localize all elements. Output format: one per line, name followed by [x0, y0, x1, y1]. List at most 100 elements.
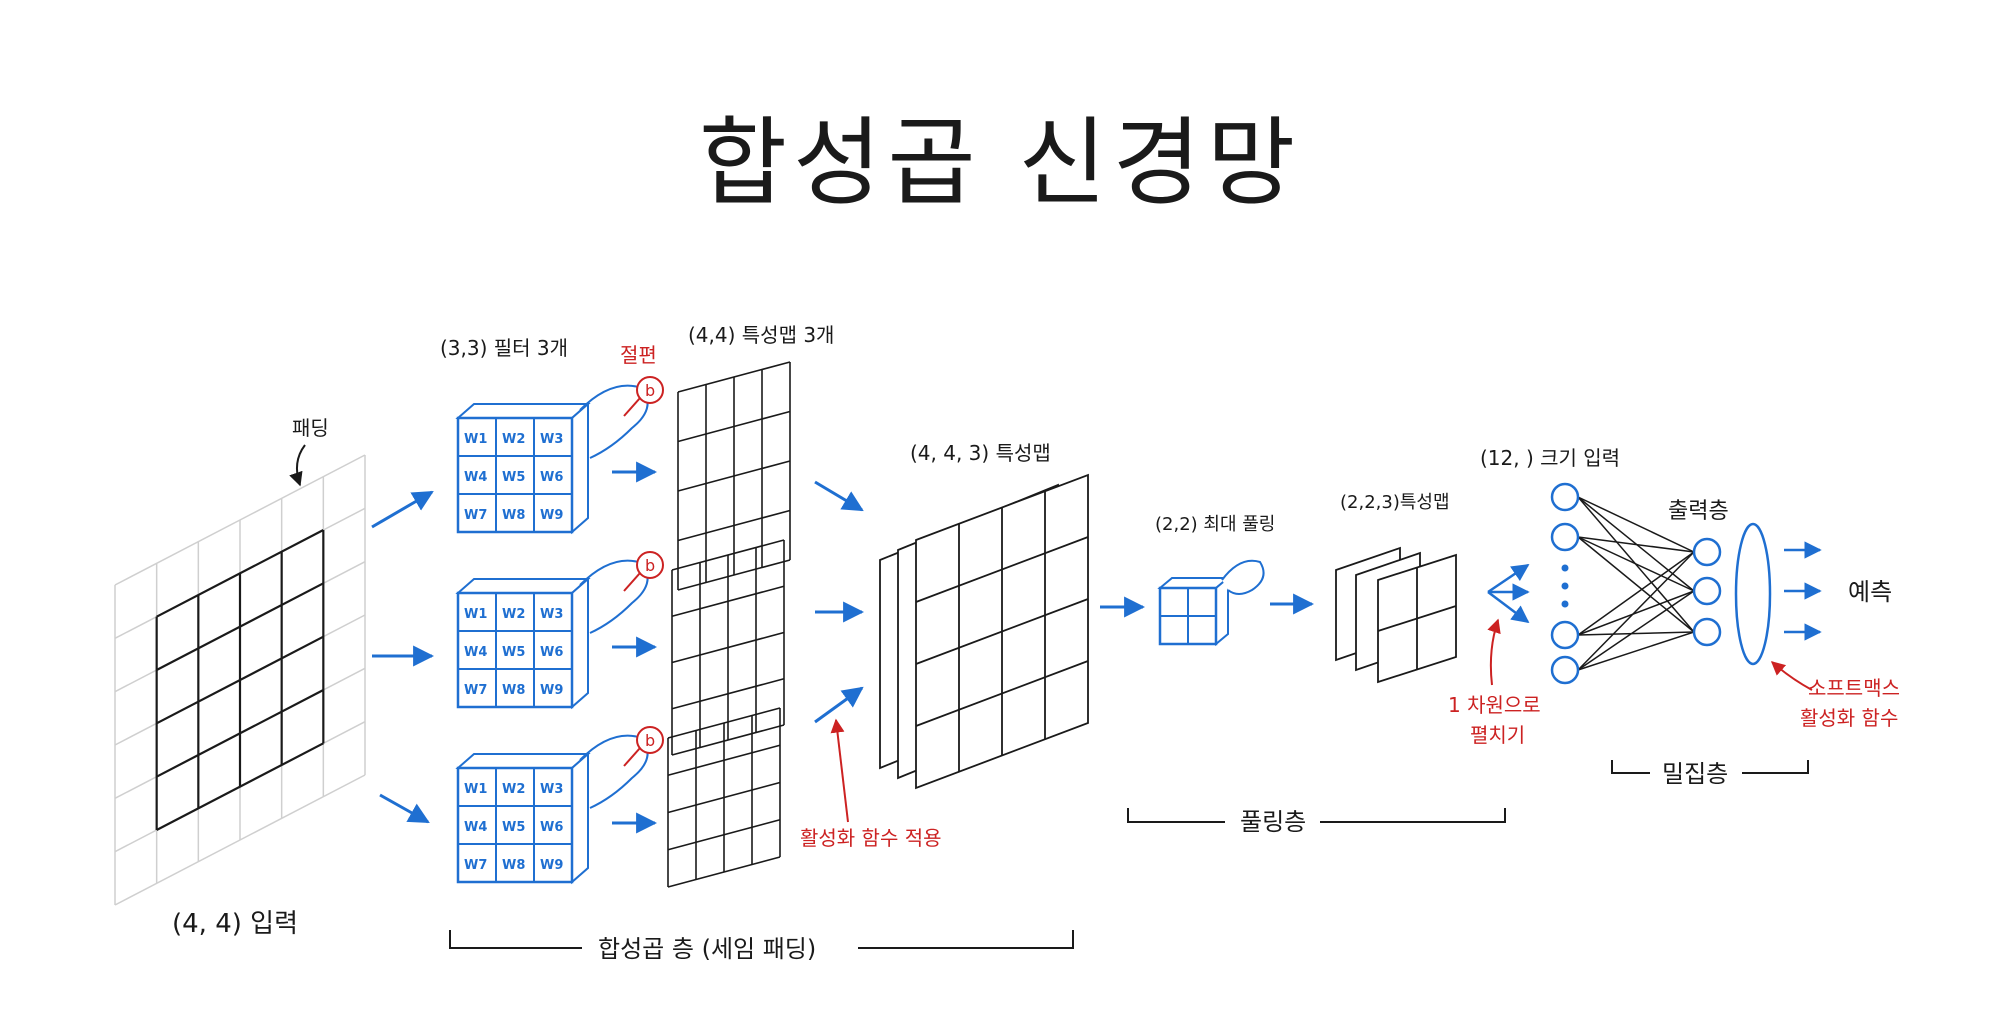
arrow-input-to-filter-1	[371, 490, 434, 529]
pool-output-map	[1335, 546, 1457, 684]
filter-weight: W5	[502, 645, 525, 660]
softmax-note-line-2: 활성화 함수	[1800, 706, 1898, 730]
padding-arrow	[289, 444, 306, 487]
arrow-map-to-stack-1	[814, 480, 864, 512]
bias-note: 절편	[620, 343, 657, 367]
filter-weight: W9	[540, 683, 563, 698]
conv-layer-label: 합성곱 층 (세임 패딩)	[598, 935, 816, 963]
filter-weight: W9	[540, 858, 563, 873]
filter-tail	[579, 559, 649, 634]
feature-map-1	[677, 361, 791, 591]
feature-map-2	[671, 539, 785, 756]
filter-weight: W5	[502, 820, 525, 835]
prediction-label: 예측	[1848, 578, 1892, 606]
feature-map-line	[667, 856, 781, 888]
pooling-label: (2,2) 최대 풀링	[1155, 514, 1275, 535]
pool-grid-line	[1377, 605, 1457, 632]
filter-front-face	[456, 416, 574, 534]
filter-side-face	[571, 576, 589, 710]
filter-weight: W3	[540, 607, 563, 622]
filter-weight: W1	[464, 432, 487, 447]
dense-connection	[1577, 551, 1695, 636]
stack-layer-3	[915, 473, 1089, 790]
dense-connection	[1577, 590, 1695, 671]
ellipsis-dot	[1561, 582, 1569, 590]
feature-map-line	[677, 509, 791, 542]
filter-front-face	[456, 591, 574, 709]
dense-connection	[1577, 496, 1695, 553]
stack-grid-line	[915, 660, 1089, 727]
pool-window	[1157, 559, 1265, 647]
stacked-map-label: (4, 4, 3) 특성맵	[910, 441, 1051, 465]
feature-map-line	[667, 781, 781, 814]
softmax-ellipse	[1734, 522, 1772, 666]
feature-map-line	[671, 724, 785, 756]
filter-top-face	[455, 403, 591, 419]
arrow-input-to-filter-3	[379, 793, 430, 824]
filter-weight: W2	[502, 782, 525, 797]
bias-connector	[623, 747, 641, 767]
filter-weight: W3	[540, 782, 563, 797]
bias-circle	[636, 376, 664, 404]
input-neuron	[1550, 522, 1580, 552]
dense-connection	[1577, 631, 1695, 671]
bias-connector	[623, 397, 641, 417]
input-core-line	[156, 689, 324, 778]
pooling-layer-bracket	[1127, 808, 1506, 823]
softmax-note-line-1: 소프트맥스	[1808, 676, 1900, 700]
filter-weight: W1	[464, 782, 487, 797]
feature-map-line	[671, 631, 785, 664]
output-neuron	[1692, 576, 1722, 606]
filter-top-face	[455, 753, 591, 769]
filter-side-face	[571, 751, 589, 885]
pool-output-label: (2,2,3)특성맵	[1340, 492, 1450, 513]
bias-connector	[623, 572, 641, 592]
input-core-line	[156, 742, 324, 831]
bias-symbol: b	[645, 556, 655, 575]
input-label: (4, 4) 입력	[172, 909, 298, 939]
filter-weight: W3	[540, 432, 563, 447]
input-neuron	[1550, 655, 1580, 685]
activation-note: 활성화 함수 적용	[800, 826, 942, 850]
input-core-line	[156, 635, 324, 725]
feature-map-line	[677, 559, 791, 591]
filter-weight: W4	[464, 645, 487, 660]
ellipsis-dot	[1561, 564, 1569, 572]
filter-weight: W4	[464, 470, 487, 485]
stack-grid-line	[915, 598, 1089, 665]
filter-top-face	[455, 578, 591, 594]
output-neuron	[1692, 617, 1722, 647]
feature-maps-group	[667, 361, 791, 888]
input-grid-line	[114, 774, 366, 906]
bias-symbol: b	[645, 731, 655, 750]
input-neuron	[1550, 482, 1580, 512]
output-layer-label: 출력층	[1668, 499, 1729, 524]
softmax-note-arrow	[1770, 661, 1813, 691]
output-neuron	[1692, 537, 1722, 567]
dense-connection	[1577, 536, 1695, 553]
activation-arrow	[830, 718, 849, 823]
dense-connection	[1577, 536, 1695, 592]
flatten-note-line-1: 1 차원으로	[1448, 693, 1541, 717]
padding-label: 패딩	[292, 416, 329, 440]
filter-weight: W4	[464, 820, 487, 835]
filters-label: (3,3) 필터 3개	[440, 336, 568, 360]
filter-weight: W8	[502, 683, 525, 698]
filter-weight: W7	[464, 858, 487, 873]
feature-map-line	[677, 460, 791, 492]
filter-tail	[579, 734, 649, 809]
filter-weight: W6	[540, 645, 563, 660]
arrow-flatten-3	[1487, 591, 1530, 624]
filter-weight: W7	[464, 683, 487, 698]
bias-symbol: b	[645, 381, 655, 400]
filter-front-face	[456, 766, 574, 884]
filter-weight: W6	[540, 820, 563, 835]
dense-connection	[1577, 590, 1695, 636]
conv-layer-bracket	[449, 930, 1074, 949]
feature-map-line	[671, 677, 785, 710]
feature-maps-label: (4,4) 특성맵 3개	[688, 323, 834, 347]
